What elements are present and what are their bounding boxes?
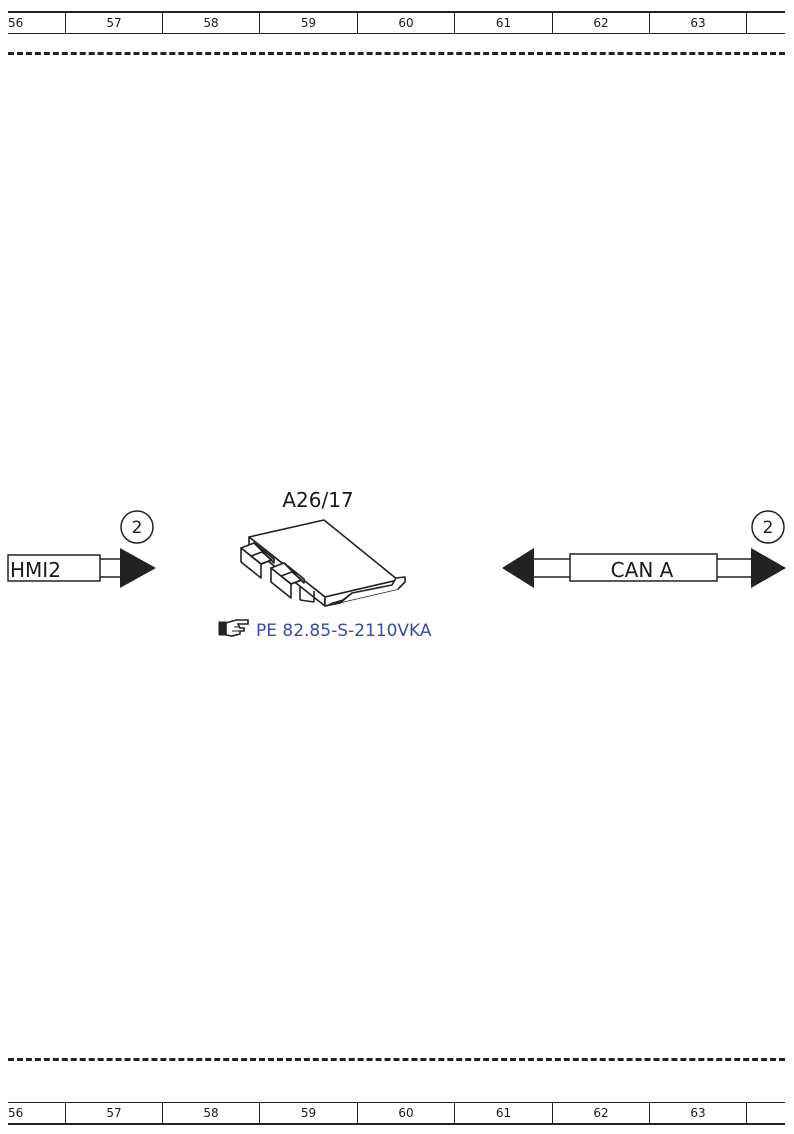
- right-connector: CAN A 2: [502, 510, 786, 588]
- left-connector-label: HMI2: [10, 558, 61, 582]
- right-connector-box: [569, 553, 718, 582]
- left-connector: HMI2 2: [7, 510, 156, 588]
- arrow-right-icon: [120, 548, 156, 588]
- ruler-cell: 57: [66, 13, 163, 33]
- ruler-cell: 59: [260, 13, 358, 33]
- ruler-cell: 61: [455, 1103, 553, 1123]
- component-label: A26/17: [282, 488, 353, 512]
- bottom-grid-ruler: 56 57 58 59 60 61 62 63: [8, 1102, 785, 1125]
- ruler-cell: 63: [650, 1103, 747, 1123]
- arrow-right-icon: [751, 548, 786, 588]
- ruler-cell: 61: [455, 13, 553, 33]
- ruler-cell: 60: [358, 1103, 455, 1123]
- ruler-cell: 62: [553, 13, 650, 33]
- ruler-cell: 59: [260, 1103, 358, 1123]
- right-badge-number: 2: [763, 518, 774, 538]
- top-boundary-line: [8, 52, 785, 55]
- bottom-boundary-line: [8, 1058, 785, 1061]
- ruler-cell: 58: [163, 13, 260, 33]
- left-badge-number: 2: [132, 518, 143, 538]
- top-grid-ruler: 56 57 58 59 60 61 62 63: [8, 11, 785, 34]
- ruler-cell: 63: [650, 13, 747, 33]
- ruler-cell: 58: [163, 1103, 260, 1123]
- left-connector-box: [7, 554, 101, 582]
- ruler-cell: 56: [8, 13, 66, 33]
- ruler-cell: 62: [553, 1103, 650, 1123]
- right-badge-circle: [751, 510, 785, 544]
- right-connector-label: CAN A: [611, 558, 674, 582]
- pointing-hand-icon: [218, 619, 249, 637]
- control-unit-drawing: [240, 519, 406, 607]
- left-badge-circle: [120, 510, 154, 544]
- ruler-cell: 56: [8, 1103, 66, 1123]
- ruler-cell: 60: [358, 13, 455, 33]
- arrow-left-icon: [502, 548, 534, 588]
- reference-link[interactable]: PE 82.85-S-2110VKA: [256, 621, 432, 641]
- ruler-cell: 57: [66, 1103, 163, 1123]
